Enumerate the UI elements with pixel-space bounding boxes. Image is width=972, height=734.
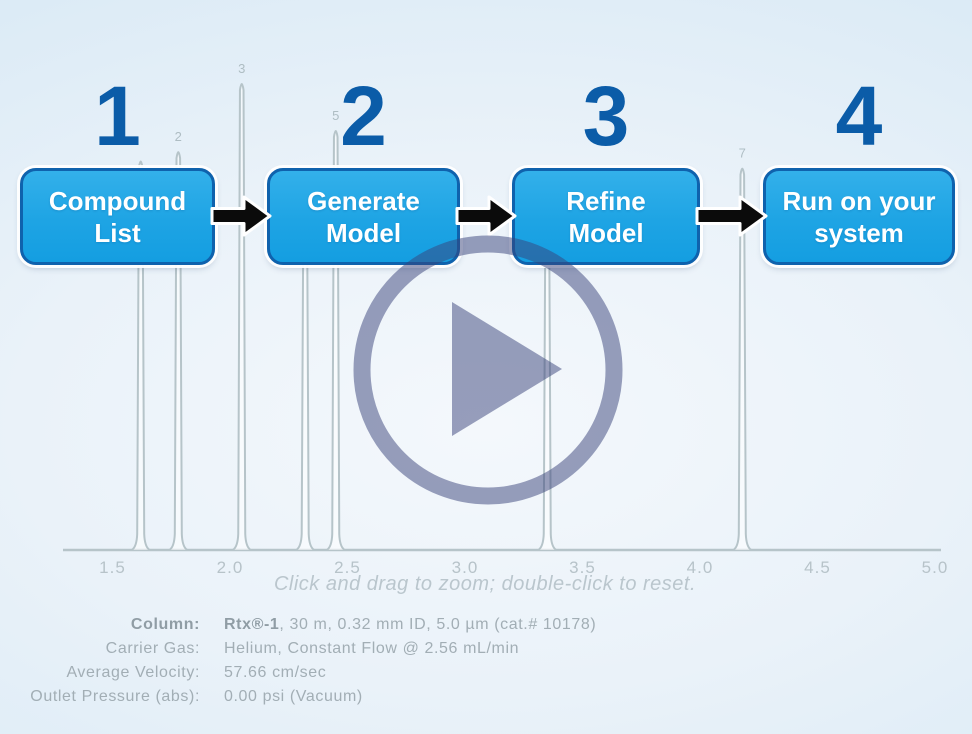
- condition-value-avg-velocity: 57.66 cm/sec: [224, 664, 327, 681]
- x-tick-label: 4.5: [804, 558, 831, 577]
- play-ring-icon: [353, 235, 623, 505]
- peak-label-3: 3: [238, 61, 245, 76]
- arrow-right-icon: [695, 195, 768, 237]
- step-4-button-run-on-your-system[interactable]: Run on your system: [763, 168, 955, 265]
- step-2-button-generate-model[interactable]: Generate Model: [267, 168, 460, 265]
- condition-label-outlet-pressure: Outlet Pressure (abs):: [30, 688, 200, 705]
- peak-label-7: 7: [739, 146, 746, 161]
- x-tick-label: 5.0: [922, 558, 949, 577]
- play-icon: [452, 302, 562, 436]
- x-tick-label: 2.5: [334, 558, 361, 577]
- x-tick-label: 4.0: [687, 558, 714, 577]
- x-tick-label: 3.0: [452, 558, 479, 577]
- peak-label-2: 2: [175, 129, 182, 144]
- condition-label-carrier-gas: Carrier Gas:: [105, 640, 200, 657]
- peak-1: [131, 160, 151, 551]
- step-3-number: 3: [582, 69, 630, 163]
- condition-label-avg-velocity: Average Velocity:: [66, 664, 200, 681]
- step-1-button-compound-list[interactable]: Compound List: [20, 168, 215, 265]
- run-conditions: Column: Rtx®-1, 30 m, 0.32 mm ID, 5.0 µm…: [30, 613, 680, 709]
- peak-label-5: 5: [332, 108, 339, 123]
- step-2-number: 2: [340, 69, 387, 163]
- peak-2: [168, 151, 188, 551]
- step-1-number: 1: [94, 69, 141, 163]
- arrow-right-icon: [455, 195, 517, 237]
- zoom-hint-text: Click and drag to zoom; double-click to …: [273, 573, 697, 595]
- condition-value-outlet-pressure: 0.00 psi (Vacuum): [224, 688, 363, 705]
- peak-5: [326, 130, 346, 551]
- condition-value-carrier-gas: Helium, Constant Flow @ 2.56 mL/min: [224, 640, 520, 657]
- x-tick-label: 2.0: [217, 558, 244, 577]
- peak-3: [232, 83, 252, 551]
- arrow-right-icon: [210, 195, 272, 237]
- x-tick-label: 3.5: [569, 558, 596, 577]
- x-tick-label: 1.5: [99, 558, 126, 577]
- step-4-number: 4: [835, 69, 883, 163]
- condition-label-column: Column:: [130, 616, 200, 633]
- condition-value-column: Rtx®-1, 30 m, 0.32 mm ID, 5.0 µm (cat.# …: [224, 616, 597, 633]
- peak-7: [732, 167, 752, 551]
